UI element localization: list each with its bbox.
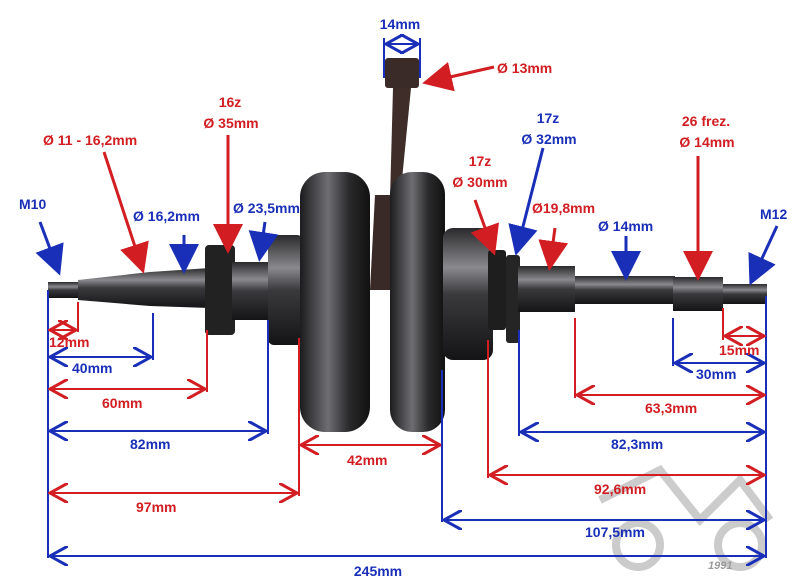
left-taper-label: Ø 11 - 16,2mm xyxy=(43,132,138,148)
dim-overall-length: 245mm xyxy=(353,563,403,579)
right-thread-label: M12 xyxy=(760,206,788,222)
dim-82mm: 82mm xyxy=(130,436,171,452)
dim-40mm: 40mm xyxy=(72,360,113,376)
dim-60mm: 60mm xyxy=(102,395,143,411)
right-shaft-diameter-label: Ø 14mm xyxy=(598,218,654,234)
dim-63-3mm: 63,3mm xyxy=(645,400,698,416)
right-gear2-teeth-label: 17z xyxy=(536,110,560,126)
small-end-width-label: 14mm xyxy=(379,16,421,32)
dim-12mm: 12mm xyxy=(49,334,90,350)
callout-arrows xyxy=(35,62,779,286)
dim-15mm: 15mm xyxy=(719,342,760,358)
right-gear1-teeth-label: 17z xyxy=(468,153,492,169)
spline-diameter-label: Ø 14mm xyxy=(679,134,735,150)
dim-107-5mm: 107,5mm xyxy=(585,524,645,540)
left-gear-diameter-label: Ø 35mm xyxy=(203,115,259,131)
dimensions-left xyxy=(47,290,440,558)
right-gear1-diameter-label: Ø 30mm xyxy=(452,174,508,190)
watermark-year: 1991 xyxy=(708,560,733,572)
dim-92-6mm: 92,6mm xyxy=(594,481,647,497)
crank-webs xyxy=(300,172,445,432)
dim-97mm: 97mm xyxy=(136,499,177,515)
dim-small-end xyxy=(383,38,421,78)
left-shaft xyxy=(48,235,303,345)
dim-30mm: 30mm xyxy=(696,366,737,382)
spline-count-label: 26 frez. xyxy=(681,113,731,129)
dim-82-3mm: 82,3mm xyxy=(611,436,664,452)
dim-42mm: 42mm xyxy=(347,452,388,468)
left-bearing-seat-label: Ø 23,5mm xyxy=(233,200,300,216)
small-end-bore-label: Ø 13mm xyxy=(497,60,553,76)
right-gear2-diameter-label: Ø 32mm xyxy=(521,131,577,147)
left-shaft-diameter-label: Ø 16,2mm xyxy=(133,208,200,224)
left-thread-label: M10 xyxy=(19,196,47,212)
dimensions-right xyxy=(50,296,767,558)
left-gear-teeth-label: 16z xyxy=(218,94,242,110)
right-collar-label: Ø19,8mm xyxy=(532,200,596,216)
